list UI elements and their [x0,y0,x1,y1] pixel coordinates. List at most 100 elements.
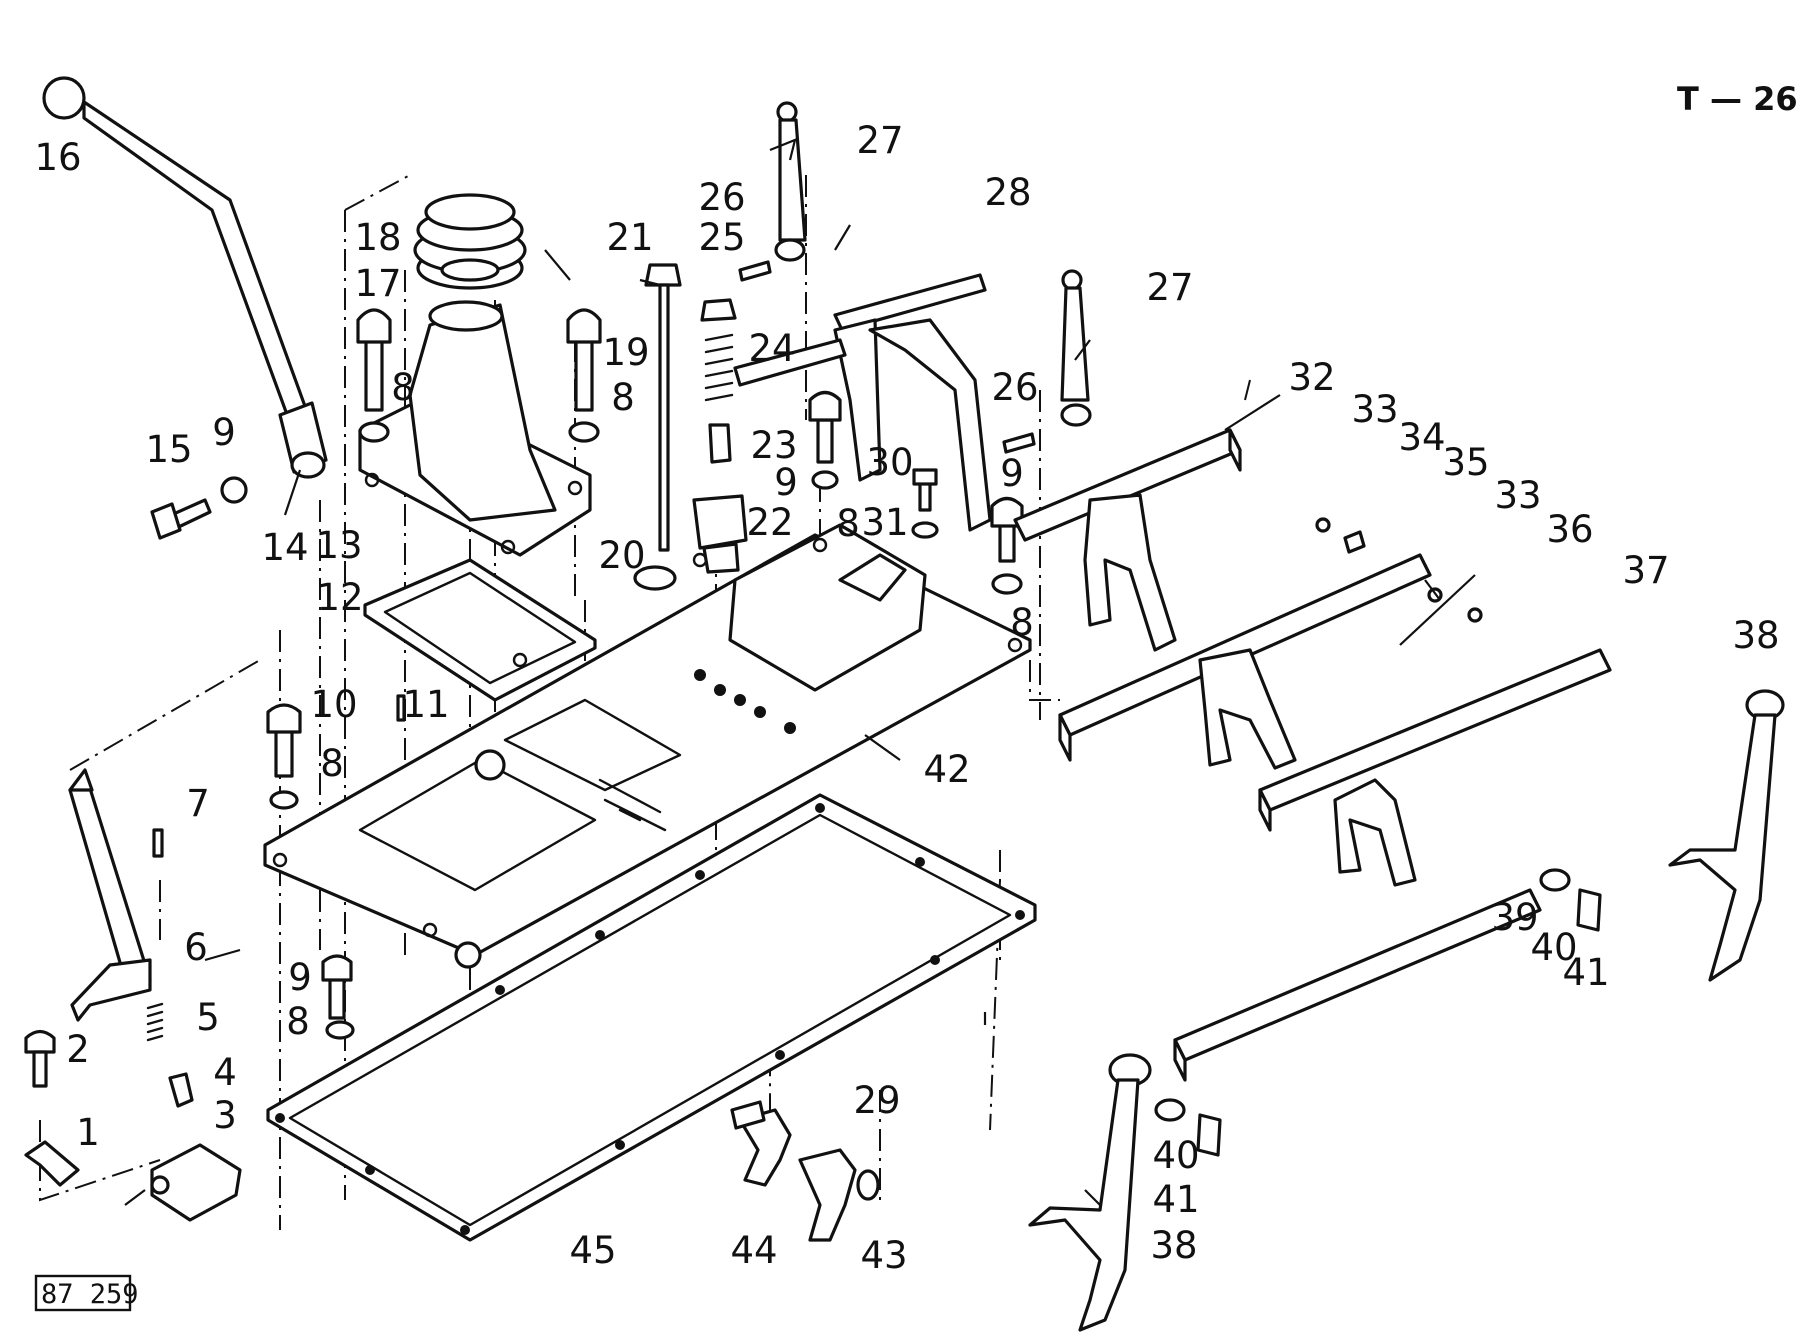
part-3-bracket [150,1143,242,1222]
part-43-link [798,1148,857,1242]
callout-24: 24 [748,327,795,370]
figure-number: 87 259 [41,1279,139,1310]
part-29-lock-ring [856,1169,880,1201]
callout-23: 23 [750,424,797,467]
sheet-id: T — 26 [1677,80,1798,118]
part-41-bolt-lower [1196,1113,1222,1157]
lower-bolt-9 [321,954,355,1040]
part-9-lock-washer [220,476,248,504]
callout-2: 2 [66,1028,90,1071]
part-6-shift-arm [68,768,152,1022]
callout-11: 11 [402,683,449,726]
callout-33-b: 33 [1494,474,1541,517]
callout-25: 25 [698,216,745,259]
callout-8-e: 8 [320,742,344,785]
callout-27-a: 27 [856,119,903,162]
callout-35: 35 [1442,441,1489,484]
callout-8-b: 8 [611,376,635,419]
part-15-bolt [150,498,212,540]
part-32-rail [1013,428,1242,652]
callout-10: 10 [310,683,357,726]
callout-43: 43 [860,1234,907,1277]
callout-29: 29 [853,1079,900,1122]
callout-6: 6 [184,926,208,969]
callout-30: 30 [866,441,913,484]
part-2-screw [24,1029,56,1088]
callout-39: 39 [1491,896,1538,939]
part-1-end-plate [24,1140,80,1187]
part-44-link [730,1100,792,1187]
callout-19: 19 [602,331,649,374]
callout-20: 20 [598,534,645,577]
callout-34: 34 [1398,416,1445,459]
callout-leaders [124,138,1476,1206]
right-bolt-9 [990,496,1024,595]
part-41-bolt-upper [1576,888,1602,932]
part-27-lever-upper [774,101,807,262]
callout-44: 44 [730,1229,777,1272]
callouts: 1 2 3 4 5 6 7 8 8 8 8 8 8 9 9 9 9 10 11 … [34,119,1779,1277]
part-17-bolt [356,308,392,443]
part-37-rail [1258,648,1612,887]
callout-40-a: 40 [1530,926,1577,969]
callout-8-f: 8 [286,1000,310,1043]
callout-21: 21 [606,216,653,259]
callout-37: 37 [1622,549,1669,592]
part-36-ball [1467,607,1483,623]
callout-16: 16 [34,136,81,179]
part-7-pin [152,828,164,858]
part-22-plug [692,494,748,550]
part-39-rail [1173,888,1542,1082]
part-38-fork-upper [1668,689,1785,982]
callout-9-a: 9 [212,411,236,454]
part-26-pin-upper [738,260,772,282]
part-4-pin [168,1072,194,1108]
callout-5: 5 [196,996,220,1039]
part-24-spring [704,333,734,402]
callout-12: 12 [316,576,363,619]
callout-9-b: 9 [774,461,798,504]
callout-8-d: 8 [1010,601,1034,644]
callout-36: 36 [1546,508,1593,551]
part-34-pin [1343,530,1366,554]
callout-3: 3 [213,1094,237,1137]
part-18-boot [413,193,527,290]
gear-lever [42,76,328,479]
part-20-washer [633,565,677,591]
callout-31: 31 [861,501,908,544]
part-19-bolt [566,308,602,443]
part-11-dowel [396,694,406,722]
part-33-ball [1315,517,1331,533]
callout-33-a: 33 [1351,388,1398,431]
lower-lock-plate-40 [1154,1098,1222,1157]
callout-4: 4 [213,1051,237,1094]
part-13-housing [358,300,592,557]
callout-41-a: 41 [1562,951,1609,994]
callout-38-a: 38 [1732,614,1779,657]
callout-15: 15 [145,428,192,471]
callout-7: 7 [186,782,210,825]
part-12-gasket [363,558,597,702]
detent-assembly [692,298,748,574]
callout-9-c: 9 [1000,452,1024,495]
callout-38-b: 38 [1150,1224,1197,1267]
callout-41-b: 41 [1152,1178,1199,1221]
callout-28: 28 [984,171,1031,214]
part-27-lever-lower [1060,269,1092,427]
part-21-dipstick [644,263,682,552]
center-bolt-9 [808,390,842,490]
callout-14: 14 [261,526,308,569]
callout-1: 1 [76,1111,100,1154]
callout-40-b: 40 [1152,1134,1199,1177]
callout-42: 42 [923,748,970,791]
callout-32: 32 [1288,356,1335,399]
part-30-screw [911,468,939,539]
part-28-shift-fork [733,273,992,532]
part-14-lever-rod [82,100,320,452]
callout-9-d: 9 [288,956,312,999]
callout-26-b: 26 [991,366,1038,409]
part-10-bolt [266,703,302,810]
part-5-spring [146,1002,164,1042]
upper-lock-plate-40 [1539,868,1602,932]
